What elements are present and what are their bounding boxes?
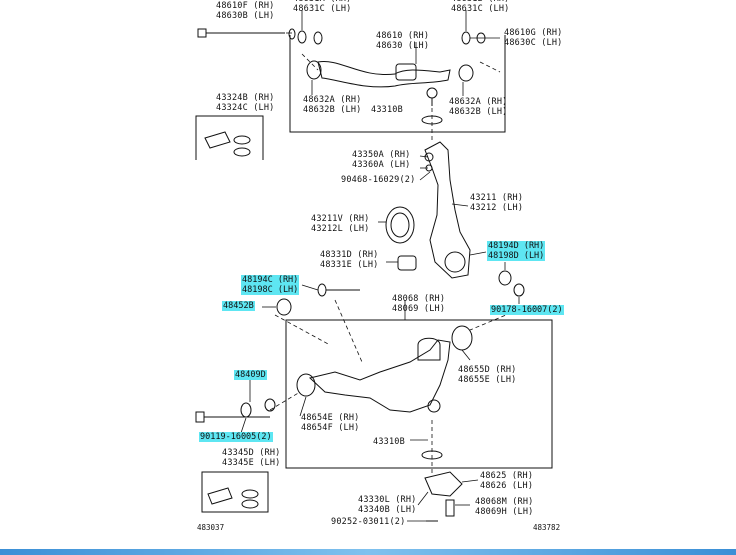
nut-right-icon [513, 283, 525, 297]
label-48610-48630: 48610 (RH) 48630 (LH) [376, 31, 430, 51]
label-43310B-bottom: 43310B [373, 437, 405, 447]
label-48331D-48331E: 48331D (RH) 48331E (LH) [320, 250, 379, 270]
lower-bolt-left-icon [195, 398, 276, 423]
upper-bolt-left-icon [197, 28, 323, 45]
label-43211V-43212L: 43211V (RH) 43212L (LH) [311, 214, 370, 234]
label-48068-48069: 48068 (RH) 48069 (LH) [392, 294, 446, 314]
cam-bolt-left-icon [276, 283, 360, 316]
label-43310B-top: 43310B [371, 105, 403, 115]
label-43350A-43360A: 43350A (RH) 43360A (LH) [352, 150, 411, 170]
kit-box-top [195, 115, 264, 160]
label-48654E-48654F: 48654E (RH) 48654F (LH) [301, 413, 360, 433]
bottom-scroll-bar [0, 549, 736, 555]
diagram-code-left: 483037 [197, 523, 225, 532]
hotspot-48194D-48198D[interactable]: 48194D (RH) 48198D (LH) [487, 241, 546, 261]
label-48632A-48632B-left: 48632A (RH) 48632B (LH) [303, 95, 362, 115]
diagram-code-right: 483782 [533, 523, 561, 532]
label-48610G-48630C: 48610G (RH) 48630C (LH) [504, 28, 563, 48]
label-48631B-48631C: 48631B (RH) 48631C (LH) [451, 0, 510, 14]
leader-lines [239, 10, 520, 522]
washer-right-icon [498, 270, 512, 286]
hotspot-48452B[interactable]: 48452B [222, 301, 255, 311]
lower-arm-icon [296, 325, 473, 413]
dashed-guide-lines [269, 53, 519, 475]
dust-seal-icon [385, 206, 415, 244]
label-48610F-48630B: 48610F (RH) 48630B (LH) [216, 1, 275, 21]
upper-arm-frame [289, 35, 506, 133]
hotspot-90119-16005[interactable]: 90119-16005(2) [199, 432, 273, 442]
label-48631A-48631C: 48631A (RH) 48631C (LH) [293, 0, 352, 14]
label-43345D-43345E: 43345D (RH) 43345E (LH) [222, 448, 281, 468]
upper-arm-icon [306, 60, 474, 106]
hotspot-48194C-48198C[interactable]: 48194C (RH) 48198C (LH) [241, 275, 300, 295]
hotspot-90178-16007[interactable]: 90178-16007(2) [490, 305, 564, 315]
kit-bottom-contents-icon [207, 487, 259, 509]
label-90252: 90252-03011(2) [331, 517, 406, 527]
kit-box-bottom [201, 471, 269, 513]
label-90468: 90468-16029(2) [341, 175, 416, 185]
kit-top-contents-icon [204, 131, 251, 157]
label-43211-43212: 43211 (RH) 43212 (LH) [470, 193, 524, 213]
label-43330L-43340B: 43330L (RH) 43340B (LH) [358, 495, 417, 515]
steering-knuckle-icon [424, 141, 471, 279]
label-48655D-48655E: 48655D (RH) 48655E (LH) [458, 365, 517, 385]
label-48632A-48632B-right: 48632A (RH) 48632B (LH) [449, 97, 508, 117]
label-48068M-48069H: 48068M (RH) 48069H (LH) [475, 497, 534, 517]
lower-arm-frame [285, 319, 553, 469]
label-48625-48626: 48625 (RH) 48626 (LH) [480, 471, 534, 491]
lower-ball-joint-icon [424, 471, 463, 497]
bump-stop-icon [397, 255, 417, 271]
hotspot-48409D[interactable]: 48409D [234, 370, 267, 380]
label-43324B-43324C: 43324B (RH) 43324C (LH) [216, 93, 275, 113]
